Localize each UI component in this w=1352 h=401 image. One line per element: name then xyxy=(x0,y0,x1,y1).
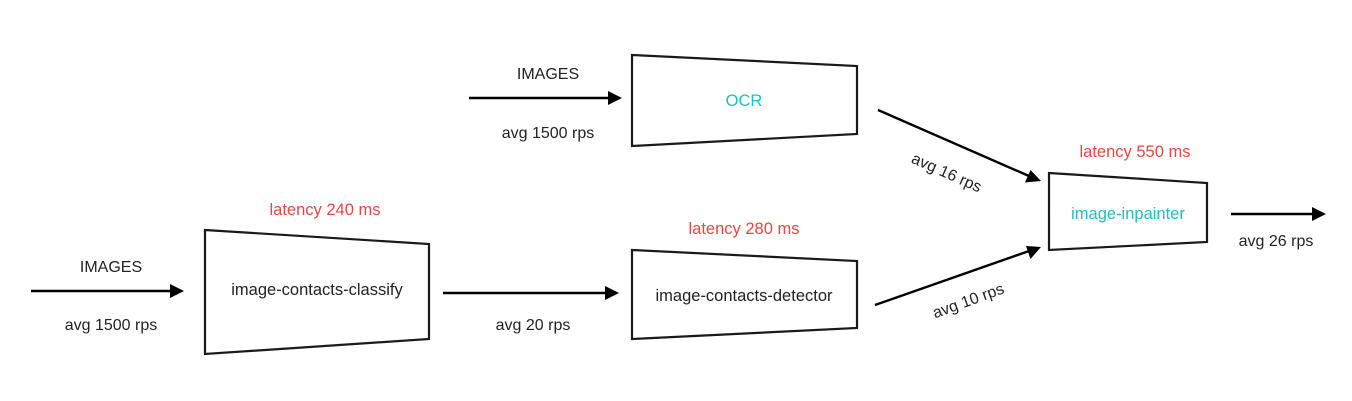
edge-ocr-to-inpainter: avg 16 rps xyxy=(877,108,1041,196)
node-image-contacts-detector[interactable]: latency 280 ms image-contacts-detector xyxy=(630,220,859,341)
arrowhead-icon xyxy=(605,286,619,300)
arrowhead-icon xyxy=(1026,246,1041,259)
edge-images-to-classify: IMAGES avg 1500 rps xyxy=(31,259,184,334)
node-ocr[interactable]: OCR xyxy=(630,53,859,148)
edge-rate-label: avg 16 rps xyxy=(909,150,984,196)
node-shape xyxy=(630,53,859,148)
edge-rate-label: avg 1500 rps xyxy=(65,317,158,334)
node-label: image-contacts-detector xyxy=(656,287,834,305)
edge-top-label: IMAGES xyxy=(80,259,142,276)
edge-rate-label: avg 1500 rps xyxy=(502,125,595,142)
latency-label: latency 240 ms xyxy=(270,201,381,219)
latency-label: latency 550 ms xyxy=(1080,143,1191,161)
arrowhead-icon xyxy=(608,91,622,105)
arrow-line xyxy=(877,108,1030,178)
node-label: OCR xyxy=(726,92,763,110)
node-shape xyxy=(203,228,431,356)
latency-label: latency 280 ms xyxy=(689,220,800,238)
edge-images-to-ocr: IMAGES avg 1500 rps xyxy=(469,66,622,142)
arrow-line xyxy=(874,249,1030,307)
arrowhead-icon xyxy=(170,284,184,298)
edge-rate-label: avg 20 rps xyxy=(496,317,571,334)
arrowhead-icon xyxy=(1025,170,1041,183)
node-label: image-contacts-classify xyxy=(231,281,403,299)
node-label: image-inpainter xyxy=(1071,205,1185,223)
node-image-inpainter[interactable]: latency 550 ms image-inpainter xyxy=(1047,143,1209,252)
arrowhead-icon xyxy=(1312,207,1326,221)
edge-classify-to-detector: avg 20 rps xyxy=(443,286,619,334)
node-image-contacts-classify[interactable]: latency 240 ms image-contacts-classify xyxy=(203,201,431,356)
edge-rate-label: avg 26 rps xyxy=(1239,233,1314,250)
edge-rate-label: avg 10 rps xyxy=(930,281,1006,323)
edge-top-label: IMAGES xyxy=(517,66,579,83)
edge-inpainter-output: avg 26 rps xyxy=(1231,207,1326,250)
node-shape xyxy=(1047,171,1209,252)
node-shape xyxy=(630,248,859,341)
edge-detector-to-inpainter: avg 10 rps xyxy=(874,246,1041,323)
